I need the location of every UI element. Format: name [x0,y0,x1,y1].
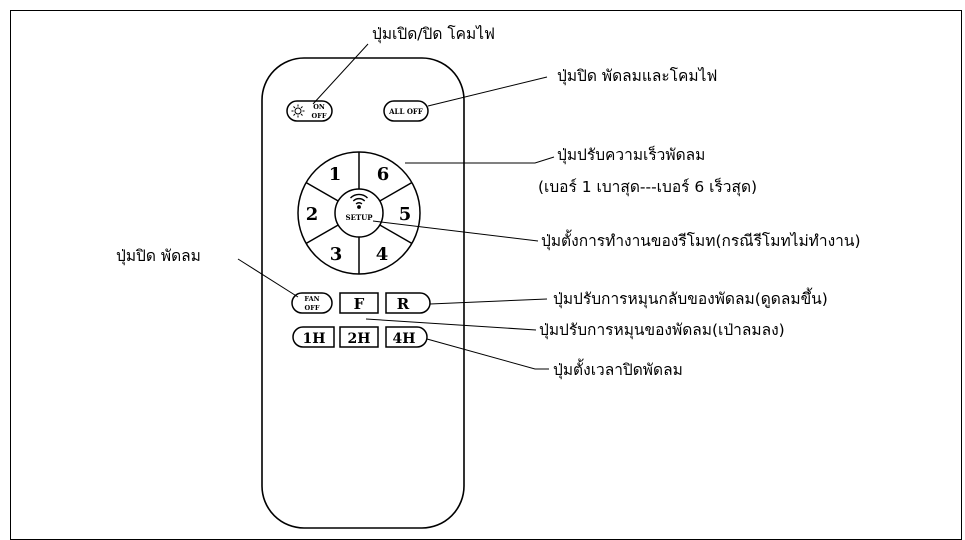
all-off-button[interactable]: ALL OFF [383,100,429,122]
callout-speed: ปุ่มปรับความเร็วพัดลม [557,146,706,164]
callout-reverse: ปุ่มปรับการหมุนกลับของพัดลม(ดูดลมขึ้น) [553,290,828,308]
leader-light-toggle [312,43,369,105]
light-bulb-icon [291,104,305,118]
speed-2-button[interactable]: 2 [306,204,319,225]
timer-2h-label: 2H [348,331,371,347]
reverse-button[interactable]: R [385,292,431,314]
leader-forward [365,318,537,331]
forward-label: F [354,295,365,313]
light-off-label: OFF [312,112,327,120]
callout-setup: ปุ่มตั้งการทำงานของรีโมท(กรณีรีโมทไม่ทำง… [541,232,861,250]
light-toggle-button[interactable]: ON OFF [286,100,333,122]
callout-timer: ปุ่มตั้งเวลาปิดพัดลม [553,361,683,379]
setup-button[interactable]: SETUP [346,193,374,222]
leader-reverse [429,298,548,305]
timer-4h-button[interactable]: 4H [385,326,428,348]
leader-fan-off [237,258,299,298]
speed-6-button[interactable]: 6 [377,164,390,185]
light-on-label: ON [313,103,325,111]
all-off-label: ALL OFF [388,107,423,116]
leader-all-off [427,76,548,107]
fan-off-button[interactable]: FAN OFF [291,292,333,314]
forward-button[interactable]: F [339,292,379,314]
timer-4h-label: 4H [393,331,416,347]
wifi-icon [350,193,368,209]
leader-timer [426,338,549,370]
timer-1h-button[interactable]: 1H [292,326,335,348]
speed-3-button[interactable]: 3 [330,244,343,265]
speed-1-button[interactable]: 1 [329,164,342,185]
reverse-label: R [397,295,410,313]
speed-5-button[interactable]: 5 [399,204,412,225]
fan-off-top-label: FAN [304,295,319,303]
leader-lines [237,43,555,370]
setup-label: SETUP [346,213,374,222]
leader-setup [372,220,539,242]
callout-fan-off: ปุ่มปิด พัดลม [116,247,201,265]
speed-4-button[interactable]: 4 [376,244,389,265]
fan-off-bottom-label: OFF [305,304,320,312]
callout-forward: ปุ่มปรับการหมุนของพัดลม(เป่าลมลง) [539,321,785,339]
callout-light-toggle: ปุ่มเปิด/ปิด โคมไฟ [372,25,495,43]
leader-speed [405,156,555,164]
callout-speed-range: (เบอร์ 1 เบาสุด---เบอร์ 6 เร็วสุด) [538,178,758,196]
timer-1h-label: 1H [303,331,326,347]
speed-ring [297,151,421,275]
callout-all-off: ปุ่มปิด พัดลมและโคมไฟ [557,67,718,85]
timer-2h-button[interactable]: 2H [339,326,379,348]
